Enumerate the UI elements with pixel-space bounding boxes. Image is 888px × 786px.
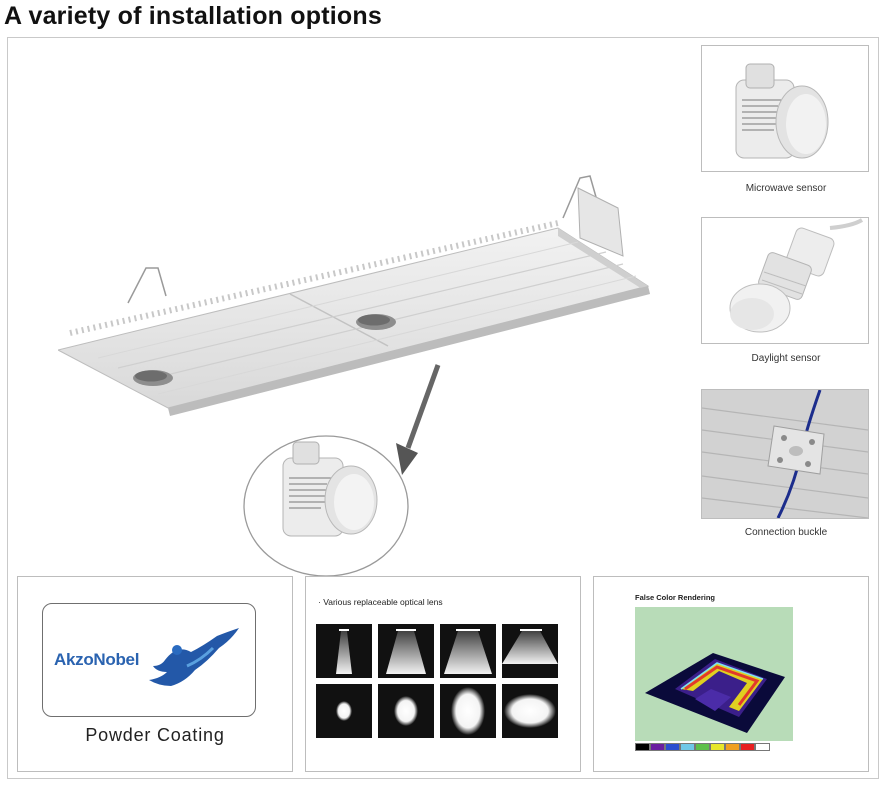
powder-coating-panel: AkzoNobel Powder Coating (17, 576, 293, 772)
main-frame: Microwave sensor Daylight sensor Conn (7, 37, 879, 779)
connection-buckle-panel (701, 389, 869, 519)
akzonobel-logo: AkzoNobel (42, 603, 256, 717)
scale-swatch (740, 743, 755, 751)
spot-narrow-icon (316, 684, 372, 738)
linear-highbay-fixture-image (58, 175, 650, 416)
akzonobel-swimmer-logo-icon (149, 628, 239, 686)
scale-swatch (650, 743, 665, 751)
connection-buckle-icon (701, 389, 869, 519)
spot-medium-icon (378, 684, 434, 738)
scale-swatch (665, 743, 680, 751)
scale-swatch (755, 743, 770, 751)
false-color-panel: False Color Rendering (593, 576, 869, 772)
beam-wide-icon (440, 624, 496, 678)
beam-extra-wide-icon (502, 624, 558, 678)
spot-extra-wide-icon (502, 684, 558, 738)
pointer-arrow-icon (396, 364, 441, 475)
scale-swatch (695, 743, 710, 751)
optical-lens-panel: · Various replaceable optical lens (305, 576, 581, 772)
lens-beam-grid (316, 624, 558, 738)
akzonobel-brand-text: AkzoNobel (54, 650, 140, 669)
false-color-scale (635, 743, 770, 751)
beam-medium-icon (378, 624, 434, 678)
microwave-sensor-panel (701, 45, 869, 172)
false-color-title: False Color Rendering (635, 593, 716, 602)
side-caption: Daylight sensor (751, 353, 821, 364)
page-title: A variety of installation options (4, 2, 382, 30)
sensor-zoom-circle (243, 435, 409, 577)
scale-swatch (680, 743, 695, 751)
scale-swatch (635, 743, 650, 751)
side-caption: Microwave sensor (745, 183, 827, 194)
daylight-sensor-panel (701, 217, 869, 344)
spot-wide-icon (440, 684, 496, 738)
side-caption: Connection buckle (744, 527, 828, 538)
beam-narrow-icon (316, 624, 372, 678)
false-color-rendering-image (635, 607, 793, 752)
scale-swatch (725, 743, 740, 751)
scale-swatch (710, 743, 725, 751)
daylight-sensor-icon (729, 218, 864, 333)
powder-coating-label: Powder Coating (85, 725, 225, 745)
microwave-sensor-icon (735, 63, 829, 159)
lens-title: · Various replaceable optical lens (318, 597, 443, 607)
